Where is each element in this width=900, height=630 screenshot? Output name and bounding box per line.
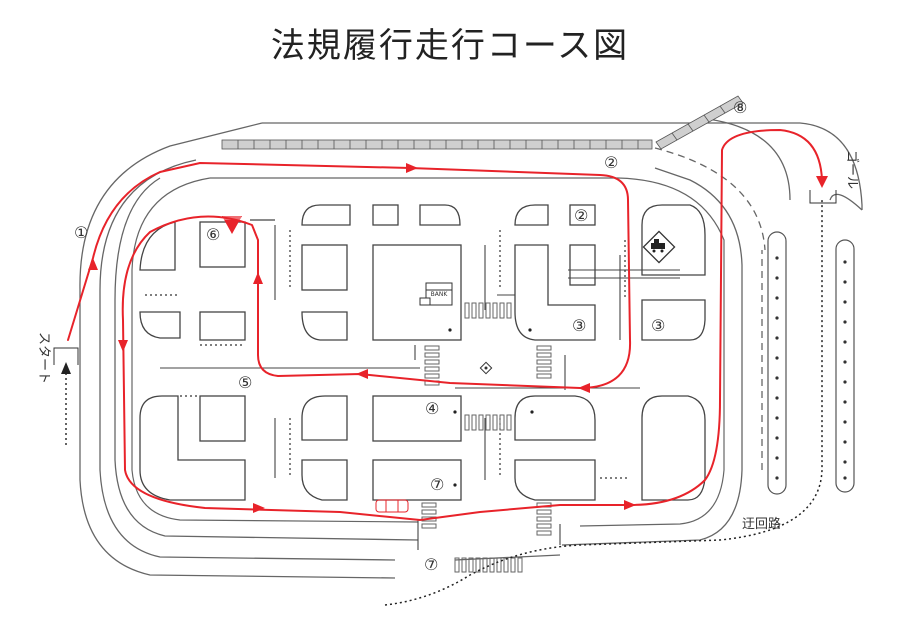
- right-bays: [767, 231, 855, 495]
- railroad-crossing-icon: [642, 230, 676, 264]
- page-title: 法規履行走行コース図: [270, 26, 630, 66]
- marker-dots: [448, 328, 534, 487]
- marker-3a: ③: [572, 316, 586, 335]
- marker-1: ①: [74, 223, 88, 242]
- crosswalks: [421, 302, 552, 573]
- marker-5: ⑤: [238, 373, 252, 392]
- marker-2a: ②: [604, 153, 618, 172]
- labels: ① ② ② ③ ③ ④ ⑤ ⑥ ⑦ ⑦ ⑧ スタート ゴール 迂回路: [36, 98, 860, 574]
- blocks: [139, 204, 706, 501]
- right-bay-poles: [775, 256, 847, 480]
- start-arrow-icon: [53, 347, 79, 445]
- svg-text:BANK: BANK: [431, 291, 449, 298]
- route-line: [67, 129, 823, 521]
- detour-label: 迂回路: [742, 516, 781, 532]
- crank-barrier: [655, 95, 744, 150]
- detour-line: [384, 200, 823, 606]
- center-diamond-icon: [479, 361, 493, 375]
- marker-2b: ②: [574, 206, 588, 225]
- top-barrier: [221, 139, 653, 150]
- start-label: スタート: [36, 332, 51, 384]
- inner-loop-road: [131, 177, 725, 527]
- perimeter-road: [79, 117, 863, 579]
- marker-3b: ③: [651, 316, 665, 335]
- top-barrier-segments: [237, 140, 639, 149]
- marker-4: ④: [425, 399, 439, 418]
- marker-7a: ⑦: [430, 475, 444, 494]
- car-icon: [375, 499, 409, 513]
- goal-arrow-icon: [809, 190, 837, 204]
- marker-7b: ⑦: [424, 555, 438, 574]
- marker-8: ⑧: [733, 98, 747, 117]
- route-arrows: [88, 163, 828, 513]
- goal-label: ゴール: [844, 150, 860, 189]
- marker-6: ⑥: [206, 225, 220, 244]
- building-icon: BANK: [419, 282, 453, 306]
- center-lines: [160, 225, 680, 550]
- dotted-lines: [145, 230, 630, 479]
